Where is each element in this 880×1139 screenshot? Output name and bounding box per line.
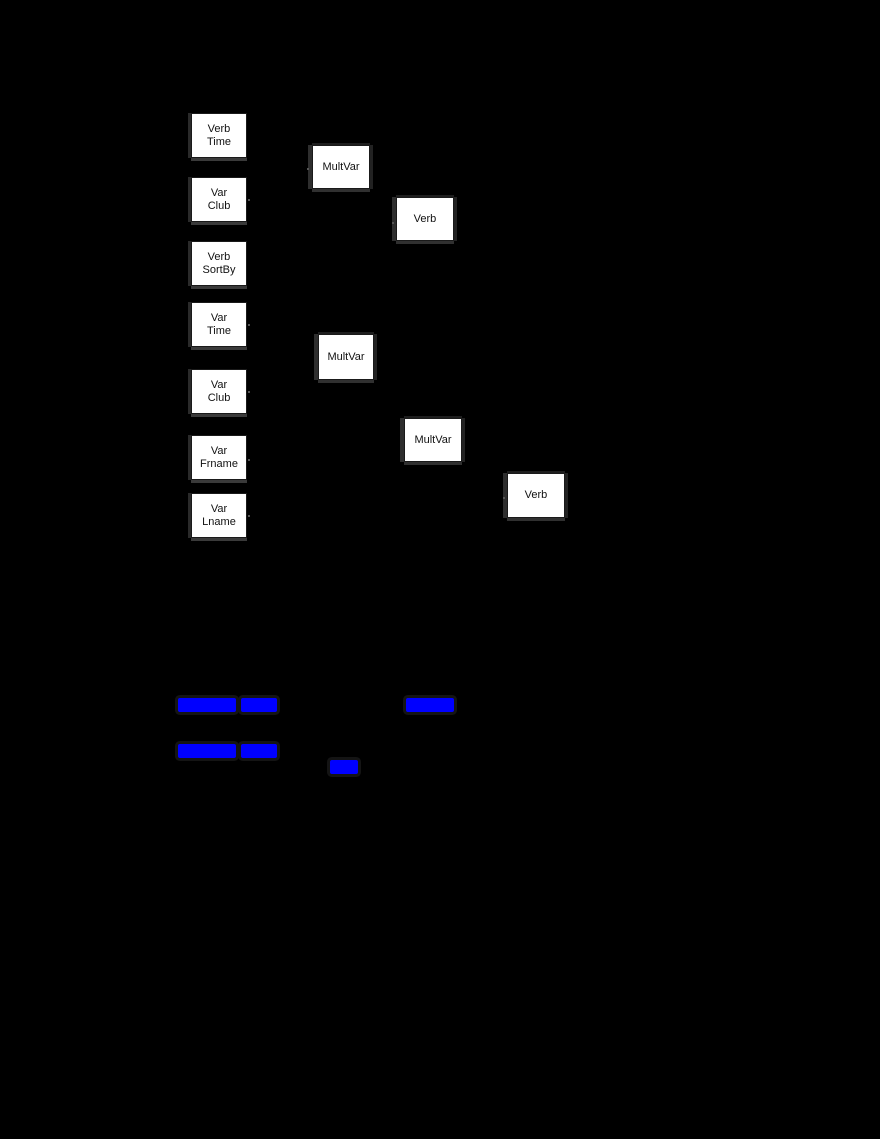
highlight-box-4 (178, 744, 236, 758)
op-node-multvar-2: MultVar (318, 334, 374, 380)
edge-stub (307, 168, 309, 170)
node-label: Var Club (207, 186, 231, 212)
node-label: Verb SortBy (202, 250, 236, 276)
highlight-box-2 (241, 698, 277, 712)
edge-stub (248, 391, 250, 393)
highlight-box-1 (178, 698, 236, 712)
node-label: MultVar (327, 350, 365, 363)
edge-stub (248, 199, 250, 201)
edge-stub (392, 222, 394, 224)
leaf-node-verb-sortby: Verb SortBy (191, 241, 247, 286)
leaf-node-var-club: Var Club (191, 177, 247, 222)
edge-stub (248, 515, 250, 517)
op-node-multvar-1: MultVar (312, 145, 370, 189)
node-label: Var Lname (202, 502, 236, 528)
highlight-box-5 (241, 744, 277, 758)
edge-stub (503, 497, 505, 499)
node-label: Var Club (207, 378, 231, 404)
node-label: Verb (524, 489, 548, 501)
edge-stub (248, 459, 250, 461)
node-label: Verb Time (206, 122, 232, 148)
node-label: Verb (413, 212, 437, 225)
highlight-box-3 (406, 698, 454, 712)
op-node-multvar-3: MultVar (404, 418, 462, 462)
leaf-node-var-lname: Var Lname (191, 493, 247, 538)
leaf-node-verb-time: Verb Time (191, 113, 247, 158)
node-label: MultVar (322, 160, 360, 173)
highlight-box-6 (330, 760, 358, 774)
op-node-verb-2: Verb (507, 473, 565, 518)
leaf-node-var-club-2: Var Club (191, 369, 247, 414)
node-label: MultVar (414, 433, 452, 446)
node-label: Var Time (206, 311, 232, 337)
leaf-node-var-frname: Var Frname (191, 435, 247, 480)
op-node-verb-1: Verb (396, 197, 454, 241)
node-label: Var Frname (200, 444, 238, 470)
edge-stub (248, 324, 250, 326)
leaf-node-var-time: Var Time (191, 302, 247, 347)
